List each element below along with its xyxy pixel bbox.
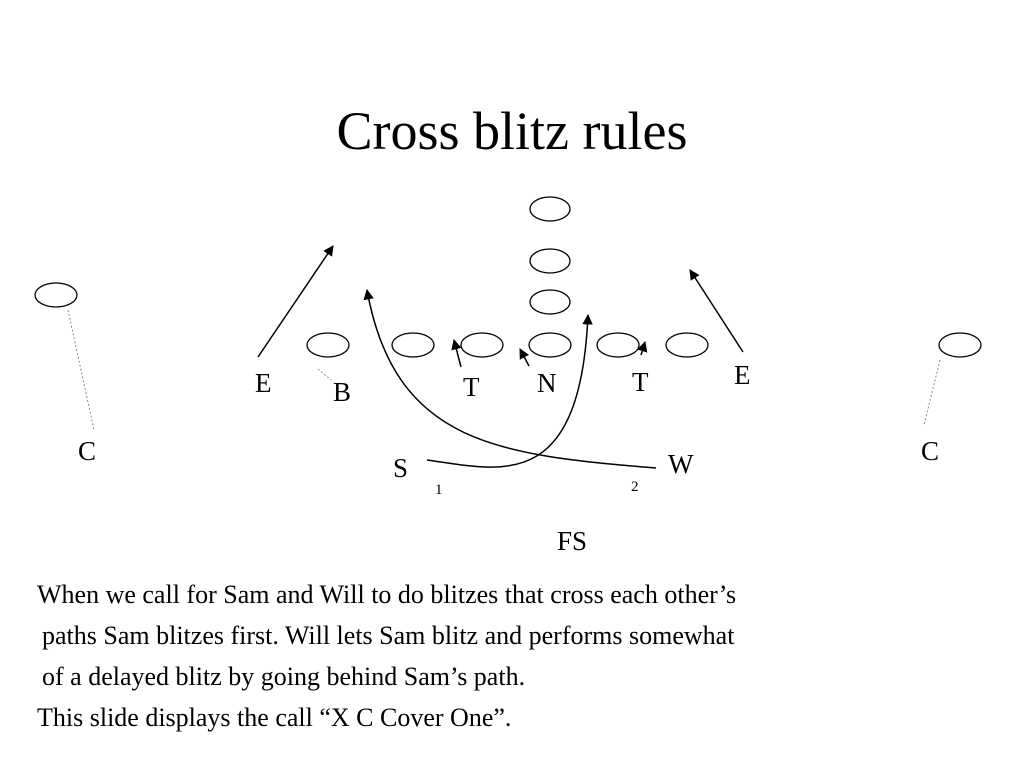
offense-lineman-2 <box>391 332 435 358</box>
left-corner-coverage-line <box>67 309 95 431</box>
label-left-tackle: T <box>463 372 480 402</box>
right-corner-coverage-line <box>923 359 941 426</box>
label-right-corner: C <box>921 436 940 466</box>
nose-arrow <box>519 348 530 367</box>
label-will-order: 2 <box>631 479 639 495</box>
buck-mark-line <box>317 368 332 381</box>
label-right-tackle: T <box>632 367 649 397</box>
offense-wr-right <box>938 332 982 358</box>
offense-lineman-1 <box>306 332 350 358</box>
offense-wr-left <box>34 282 78 308</box>
offense-lineman-4 <box>596 332 640 358</box>
label-left-corner: C <box>78 436 97 466</box>
left-end-rush-arrow <box>257 245 334 358</box>
offense-player-te <box>529 196 571 222</box>
slide-body-text: When we call for Sam and Will to do blit… <box>37 574 997 738</box>
label-right-end: E <box>734 360 751 390</box>
right-end-rush-arrow <box>689 269 744 353</box>
right-tackle-arrow <box>637 340 648 356</box>
body-line-4: This slide displays the call “X C Cover … <box>37 703 512 732</box>
body-line-1: When we call for Sam and Will to do blit… <box>37 580 737 609</box>
will-blitz-path <box>363 288 657 469</box>
offense-center <box>528 332 572 358</box>
label-buck: B <box>333 377 352 407</box>
label-free-safety: FS <box>557 526 588 556</box>
offense-lineman-5 <box>665 332 709 358</box>
offense-player-rb <box>529 248 571 274</box>
slide-title: Cross blitz rules <box>336 101 688 161</box>
label-sam: S <box>393 453 409 483</box>
offense-lineman-3 <box>460 332 504 358</box>
label-sam-order: 1 <box>435 482 443 498</box>
label-will: W <box>668 449 694 479</box>
body-line-3: of a delayed blitz by going behind Sam’s… <box>42 662 526 691</box>
label-left-end: E <box>255 368 272 398</box>
left-tackle-arrow <box>451 338 462 368</box>
label-nose: N <box>537 368 557 398</box>
sam-blitz-path <box>426 313 593 468</box>
offense-player-qb <box>529 289 571 315</box>
body-line-2: paths Sam blitzes first. Will lets Sam b… <box>42 621 735 650</box>
